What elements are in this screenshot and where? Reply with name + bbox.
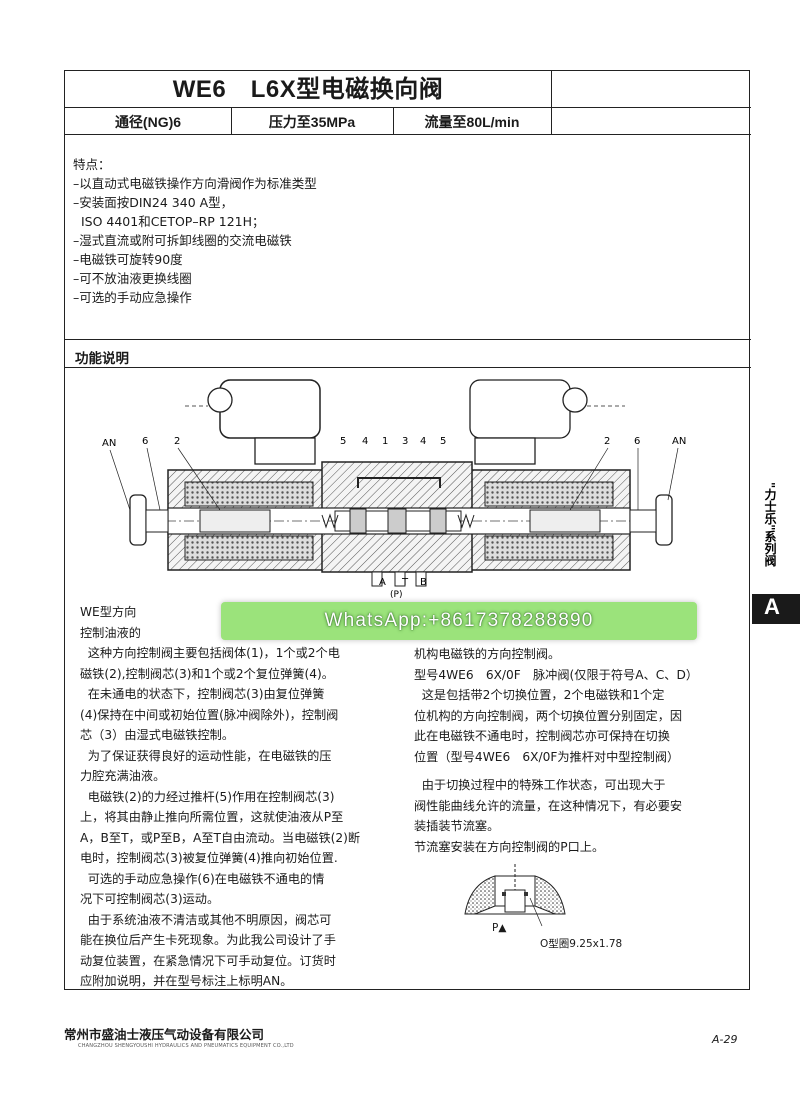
text-line: 上，将其由静止推向所需位置，这就使油液从P至	[80, 810, 344, 824]
label-4: 4	[420, 436, 426, 447]
text-line: 型号4WE6 6X/0F 脉冲阀(仅限于符号A、C、D）	[414, 667, 699, 682]
spec-pressure: 压力至35MPa	[268, 114, 356, 130]
feature-item: –以直动式电磁铁操作方向滑阀作为标准类型	[73, 176, 317, 191]
port-p-label: (P)	[390, 590, 402, 600]
feature-item: –可不放油液更换线圈	[73, 271, 192, 286]
text-line: 电时，控制阀芯(3)被复位弹簧(4)推向初始位置.	[80, 851, 338, 865]
label-an-right: AN	[672, 436, 686, 447]
text-line: 节流塞安装在方向控制阀的P口上。	[414, 839, 605, 854]
footer-company-en: CHANGZHOU SHENGYOUSHI HYDRAULICS AND PNE…	[78, 1043, 294, 1049]
feature-item: ISO 4401和CETOP–RP 121H；	[73, 214, 265, 229]
text-line: 阀性能曲线允许的流量，在这种情况下，有必要安	[414, 798, 683, 813]
divider	[231, 107, 232, 134]
o-ring-caption: O型圈9.25x1.78	[540, 938, 623, 950]
text-line: 位置（型号4WE6 6X/0F为推杆对中型控制阀）	[414, 749, 680, 764]
port-t-label: T	[401, 577, 409, 588]
text-line: 磁铁(2),控制阀芯(3)和1个或2个复位弹簧(4)。	[80, 666, 334, 681]
text-line: 应附加说明，并在型号标注上标明AN。	[80, 974, 293, 988]
label-2-right: 2	[604, 436, 610, 447]
divider	[65, 367, 751, 368]
section-title: 功能说明	[75, 351, 129, 367]
label-5: 5	[340, 436, 346, 447]
text-line: 装插装节流塞。	[414, 819, 500, 833]
text-line: 控制油液的	[80, 625, 141, 640]
divider	[65, 339, 751, 340]
divider	[65, 134, 551, 135]
label-4: 4	[362, 436, 368, 447]
text-line: 机构电磁铁的方向控制阀。	[414, 647, 561, 661]
text-line: 况下可控制阀芯(3)运动。	[80, 892, 220, 906]
features-heading: 特点：	[73, 157, 111, 172]
spec-size: 通径(NG)6	[114, 114, 182, 130]
text-line: 动复位装置，在紧急情况下可手动复位。订货时	[80, 953, 336, 968]
port-b-label: B	[420, 577, 427, 588]
divider	[393, 107, 394, 134]
function-left-column: WE型方向 控制油液的 这种方向控制阀主要包括阀体(1)，1个或2个电 磁铁(2…	[80, 602, 360, 992]
text-line: A，B至T，或P至B，A至T自由流动。当电磁铁(2)断	[80, 830, 361, 845]
text-line: 由于系统油液不清洁或其他不明原因，阀芯可	[80, 912, 332, 927]
label-1: 1	[382, 436, 388, 447]
text-line: 为了保证获得良好的运动性能，在电磁铁的压	[80, 748, 332, 763]
text-line: 这是包括带2个切换位置，2个电磁铁和1个定	[414, 688, 665, 702]
page-number: A-29	[712, 1033, 738, 1046]
footer-company: 常州市盛油士液压气动设备有限公司	[64, 1027, 265, 1042]
series-side-label: "力士乐"系列阀	[763, 482, 777, 567]
label-2-left: 2	[174, 436, 180, 447]
function-right-column: 机构电磁铁的方向控制阀。 型号4WE6 6X/0F 脉冲阀(仅限于符号A、C、D…	[414, 644, 698, 857]
text-line: 力腔充满油液。	[80, 769, 166, 783]
text-line: 能在换位后产生卡死现象。为此我公司设计了手	[80, 933, 336, 947]
divider	[551, 134, 751, 135]
feature-item: –可选的手动应急操作	[73, 290, 192, 305]
divider	[551, 71, 552, 134]
label-3: 3	[402, 436, 408, 447]
label-5: 5	[440, 436, 446, 447]
text-line: 电磁铁(2)的力经过推杆(5)作用在控制阀芯(3)	[80, 789, 335, 804]
port-p-marker: P▲	[492, 922, 507, 934]
text-line: 芯（3）由湿式电磁铁控制。	[80, 728, 235, 742]
features-list: 特点： –以直动式电磁铁操作方向滑阀作为标准类型 –安装面按DIN24 340 …	[73, 155, 317, 307]
feature-item: –湿式直流或附可拆卸线圈的交流电磁铁	[73, 233, 292, 248]
text-line: 可选的手动应急操作(6)在电磁铁不通电的情	[80, 871, 325, 886]
text-line: 这种方向控制阀主要包括阀体(1)，1个或2个电	[80, 646, 340, 660]
feature-item: –安装面按DIN24 340 A型，	[73, 195, 234, 210]
port-a-label: A	[379, 577, 386, 588]
feature-item: –电磁铁可旋转90度	[73, 252, 183, 267]
text-line: 在未通电的状态下，控制阀芯(3)由复位弹簧	[80, 687, 325, 701]
text-line: (4)保持在中间或初始位置(脉冲阀除外)，控制阀	[80, 707, 339, 722]
label-6-right: 6	[634, 436, 640, 447]
page-frame: WE6 L6X型电磁换向阀 通径(NG)6 压力至35MPa 流量至80L/mi…	[64, 70, 751, 990]
whatsapp-banner: WhatsApp:+8617378288890	[221, 602, 697, 640]
throttle-insert-diagram	[464, 864, 566, 927]
text-line: WE型方向	[80, 605, 137, 619]
text-line: 位机构的方向控制阀，两个切换位置分别固定，因	[414, 708, 683, 723]
page-title: WE6 L6X型电磁换向阀	[172, 76, 444, 103]
series-tab	[752, 594, 800, 624]
series-tab-letter: A	[764, 594, 780, 619]
text-line: 由于切换过程中的特殊工作状态，可出现大于	[414, 778, 666, 792]
label-6-left: 6	[142, 436, 148, 447]
valve-section-diagram: AN 6 2 5 4 1 3 4 5 2 6 AN A T B (P)	[102, 379, 686, 600]
spec-flow: 流量至80L/min	[424, 114, 520, 130]
series-side-text: "力士乐"系列阀	[763, 482, 777, 567]
divider	[65, 107, 751, 108]
text-line: 此在电磁铁不通电时，控制阀芯亦可保持在切换	[414, 729, 670, 743]
label-an-left: AN	[102, 438, 116, 449]
